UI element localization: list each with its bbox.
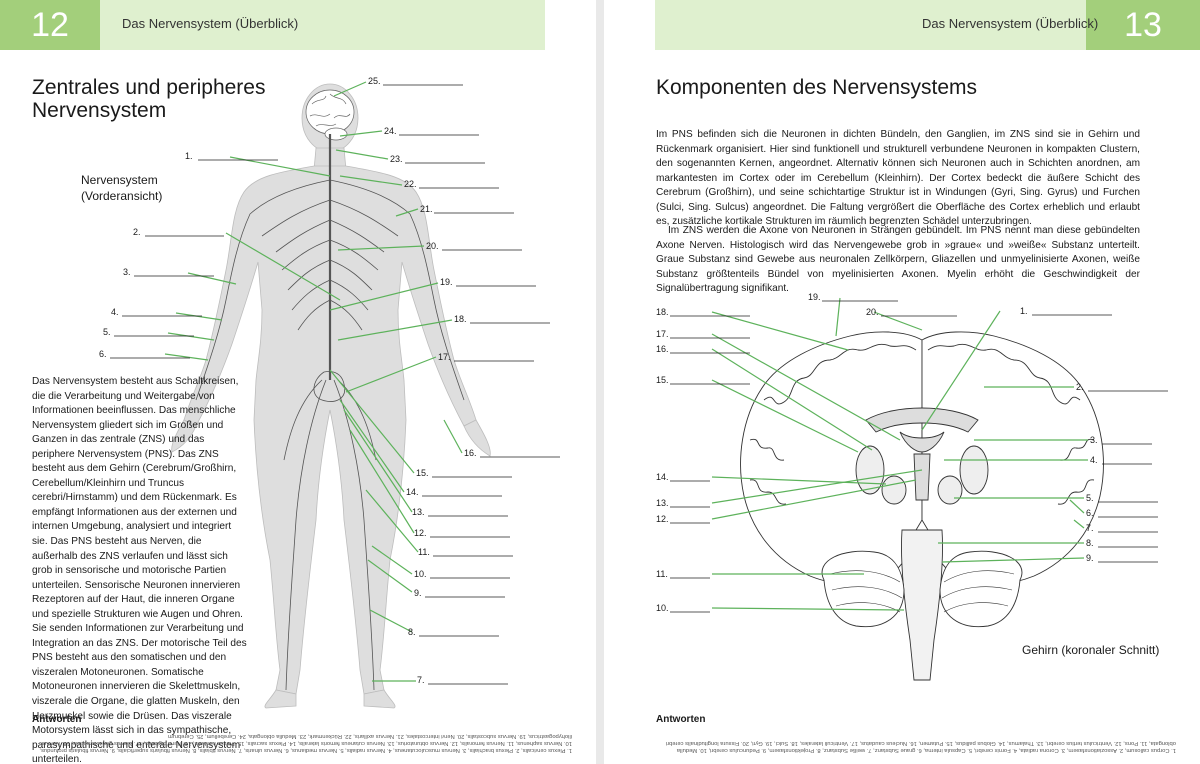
brain-figure-caption: Gehirn (koronaler Schnitt)	[1022, 643, 1160, 657]
label-3: 3.	[123, 267, 131, 277]
right-paragraph-2: Im ZNS werden die Axone von Neuronen in …	[656, 225, 1140, 295]
label-12: 12.	[414, 528, 427, 538]
book-gutter	[596, 0, 604, 764]
brain-leader-lines	[711, 297, 1088, 611]
label-21: 21.	[420, 204, 433, 214]
brain-label-17: 17.	[656, 329, 669, 339]
brain-coronal-section-figure: 1. 2. 3. 4. 5. 6. 7. 8. 9. 10. 11. 12. 1…	[656, 292, 1168, 681]
brain-label-20: 20.	[866, 307, 879, 317]
left-answers-title: Antworten	[32, 714, 82, 725]
label-9: 9.	[414, 588, 422, 598]
brain-label-16: 16.	[656, 344, 669, 354]
label-22: 22.	[404, 179, 417, 189]
brain-label-5: 5.	[1086, 493, 1094, 503]
label-1: 1.	[185, 151, 193, 161]
label-13: 13.	[412, 507, 425, 517]
label-14: 14.	[406, 487, 419, 497]
label-7: 7.	[417, 675, 425, 685]
right-answers-title: Antworten	[656, 714, 706, 725]
right-title: Komponenten des Nervensystems	[656, 76, 977, 99]
brain-label-19: 19.	[808, 292, 821, 302]
label-8: 8.	[408, 627, 416, 637]
label-4: 4.	[111, 307, 119, 317]
brain-label-4: 4.	[1090, 455, 1098, 465]
leader-lines	[164, 81, 463, 682]
brain-label-18: 18.	[656, 307, 669, 317]
left-page-number: 12	[0, 0, 100, 50]
right-page: 13 Das Nervensystem (Überblick) Komponen…	[604, 0, 1200, 764]
left-title-line2: Nervensystem	[32, 99, 167, 122]
right-paragraph-1: Im PNS befinden sich die Neuronen in dic…	[656, 129, 1140, 228]
body-nervous-system-figure: 1. 2. 3. 4. 5. 6. 7. 8. 9. 10. 11. 12. 1…	[99, 76, 560, 709]
label-20: 20.	[426, 241, 439, 251]
brain-label-14: 14.	[656, 472, 669, 482]
label-10: 10.	[414, 569, 427, 579]
label-17: 17.	[438, 352, 451, 362]
left-header-title: Das Nervensystem (Überblick)	[122, 16, 299, 31]
figure-labels: 1. 2. 3. 4. 5. 6. 7. 8. 9. 10. 11. 12. 1…	[99, 76, 560, 685]
label-23: 23.	[390, 154, 403, 164]
brain-label-10: 10.	[656, 603, 669, 613]
spinal-cord-and-nerves	[195, 134, 465, 691]
figure-caption-line1: Nervensystem	[81, 173, 158, 187]
brain-labels: 1. 2. 3. 4. 5. 6. 7. 8. 9. 10. 11. 12. 1…	[656, 292, 1168, 613]
brain-label-2: 2.	[1076, 382, 1084, 392]
label-5: 5.	[103, 327, 111, 337]
right-answers-upside-down: 1. Corpus callosum, 2. Assoziationsfaser…	[665, 740, 1176, 753]
right-header-title: Das Nervensystem (Überblick)	[922, 16, 1099, 31]
brain-label-3: 3.	[1090, 435, 1098, 445]
left-body-text: Das Nervensystem besteht aus Schaltkreis…	[32, 376, 247, 764]
brain-label-7: 7.	[1086, 523, 1094, 533]
label-6: 6.	[99, 349, 107, 359]
brain-label-6: 6.	[1086, 508, 1094, 518]
label-2: 2.	[133, 227, 141, 237]
brain-label-15: 15.	[656, 375, 669, 385]
label-24: 24.	[384, 126, 397, 136]
brain-label-11: 11.	[656, 569, 668, 579]
brain-label-1: 1.	[1020, 306, 1028, 316]
brain-label-9: 9.	[1086, 553, 1094, 563]
left-page: 12 Das Nervensystem (Überblick) Zentrale…	[0, 0, 596, 764]
figure-caption-line2: (Vorderansicht)	[81, 189, 163, 203]
brain-section	[740, 331, 1104, 681]
right-page-number: 13	[1086, 0, 1200, 50]
label-19: 19.	[440, 277, 453, 287]
label-25: 25.	[368, 76, 381, 86]
label-18: 18.	[454, 314, 467, 324]
brain-label-13: 13.	[656, 498, 669, 508]
left-answers-upside-down: 1. Plexus cervicalis, 2. Plexus brachial…	[39, 733, 572, 753]
brain-label-8: 8.	[1086, 538, 1094, 548]
label-15: 15.	[416, 468, 429, 478]
label-11: 11.	[418, 547, 430, 557]
label-16: 16.	[464, 448, 477, 458]
left-title-line1: Zentrales und peripheres	[32, 76, 266, 99]
brain-label-12: 12.	[656, 514, 669, 524]
